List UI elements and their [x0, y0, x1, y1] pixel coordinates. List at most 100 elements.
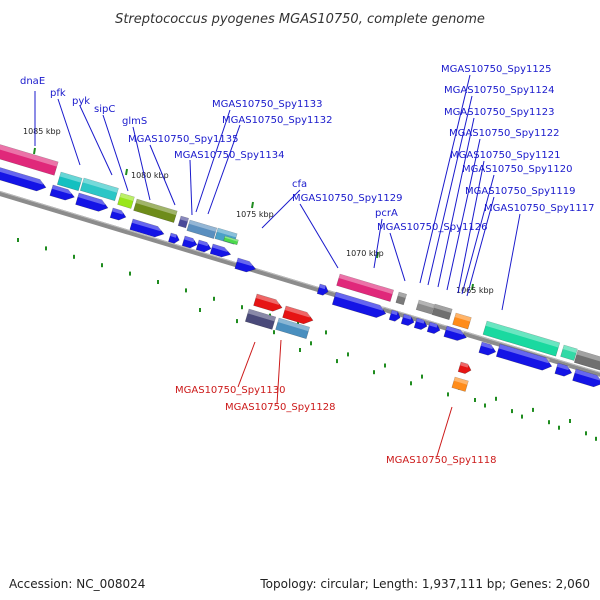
cog-feature-shine: [59, 172, 83, 183]
scale-tick-label: 1080 kbp: [131, 171, 169, 180]
forward-cds-arrow-shape: [168, 232, 180, 244]
leader-line: [299, 203, 339, 269]
map-title: Streptococcus pyogenes MGAS10750, comple…: [115, 12, 485, 27]
gene-label: MGAS10750_Spy1129: [292, 193, 402, 204]
forward-cds-arrow-shape: [209, 243, 232, 258]
cog-feature-shape: [79, 177, 119, 202]
reverse-cog-feature-shape: [244, 308, 277, 330]
reverse-cog-feature-shine: [453, 377, 469, 385]
forward-cds-arrow-shape: [413, 317, 428, 330]
reverse-cds-track: [244, 293, 472, 392]
cog-feature-shape: [223, 235, 239, 246]
cog-feature: [336, 273, 394, 302]
forward-cds-arrow-shape: [572, 368, 600, 388]
gene-label: pfk: [50, 88, 66, 99]
forward-cds-arrow-shine: [170, 233, 177, 238]
cog-feature-track: [0, 142, 600, 372]
reverse-cog-feature-shine: [247, 309, 276, 322]
forward-cds-arrow-shine: [480, 342, 494, 350]
reverse-cds-arrow-shape: [253, 293, 283, 312]
leader-line: [79, 105, 113, 176]
cog-feature-shine: [224, 236, 239, 242]
forward-cds-arrow-shape: [388, 309, 401, 322]
cog-feature: [0, 142, 59, 176]
forward-cds-arrow-shape: [75, 192, 109, 212]
gene-label: MGAS10750_Spy1121: [450, 150, 560, 161]
cog-feature-shape: [395, 291, 407, 306]
cog-feature: [560, 344, 578, 361]
forward-cds-track: [0, 165, 600, 388]
forward-cds-arrow-shape: [195, 239, 212, 253]
leader-line: [195, 109, 231, 213]
cog-feature-shine: [397, 292, 407, 298]
cog-feature-shape: [336, 273, 394, 302]
cog-feature-shine: [179, 216, 189, 222]
cog-feature: [56, 171, 83, 192]
gene-label: MGAS10750_Spy1119: [465, 186, 575, 197]
forward-cds-arrow: [209, 243, 232, 258]
forward-cds-arrow: [316, 283, 329, 296]
forward-cds-arrow-shape: [129, 218, 165, 238]
cog-feature-shine: [433, 304, 453, 313]
leader-line: [436, 406, 453, 457]
cog-feature-shine: [417, 300, 435, 308]
scale-tick: [376, 251, 379, 259]
cog-feature-shine: [216, 228, 238, 238]
gene-label: MGAS10750_Spy1122: [449, 128, 559, 139]
label-leader-lines: [34, 74, 521, 457]
forward-cds-arrow: [413, 317, 428, 330]
leader-line: [427, 95, 473, 286]
reverse-cog-feature: [451, 376, 469, 392]
cog-feature-shape: [415, 299, 435, 315]
forward-cds-arrow-shine: [318, 284, 326, 290]
leader-line: [237, 341, 256, 388]
reverse-cds-arrow: [457, 361, 472, 374]
forward-cds-arrow: [388, 309, 401, 322]
forward-cds-arrow-shape: [316, 283, 329, 296]
gene-label: cfa: [292, 179, 307, 190]
gene-label: MGAS10750_Spy1132: [222, 115, 332, 126]
cog-feature-shape: [452, 312, 472, 330]
leader-line: [389, 232, 406, 282]
forward-cds-arrow: [572, 368, 600, 388]
reverse-cds-arrow-shape: [282, 305, 314, 325]
cog-feature-shine: [562, 345, 578, 354]
forward-cds-arrow: [331, 291, 387, 318]
forward-cds-arrow-shape: [554, 362, 573, 377]
forward-cds-arrow: [49, 184, 75, 201]
forward-cds-arrow-shape: [426, 321, 441, 334]
forward-cds-arrow-shape: [478, 341, 497, 356]
gene-label: MGAS10750_Spy1123: [444, 107, 554, 118]
cog-feature-shine: [0, 143, 59, 167]
cog-feature: [452, 312, 472, 330]
cog-feature: [133, 198, 178, 223]
reverse-cds-arrow-shape: [457, 361, 472, 374]
cog-feature: [117, 192, 135, 209]
leader-line: [132, 126, 151, 201]
reverse-cog-feature-shine: [277, 318, 310, 332]
cog-feature-shape: [133, 198, 178, 223]
cog-feature-shine: [454, 313, 472, 322]
genome-stats-text: Topology: circular; Length: 1,937,111 bp…: [260, 577, 590, 591]
forward-cds-arrow: [400, 313, 415, 326]
gene-label: MGAS10750_Spy1125: [441, 64, 551, 75]
cog-feature-shine: [485, 321, 560, 348]
forward-cds-arrow: [426, 321, 441, 334]
gene-label: glmS: [122, 116, 147, 127]
reverse-cds-arrow: [253, 293, 283, 312]
forward-cds-arrow: [0, 165, 47, 192]
reverse-cds-arrow: [282, 305, 314, 325]
forward-cds-arrow-shine: [402, 314, 412, 320]
forward-cds-arrow-shine: [111, 208, 124, 215]
reverse-cog-feature: [275, 317, 310, 340]
cog-feature: [177, 215, 189, 229]
forward-cds-arrow-shape: [181, 235, 198, 249]
leader-line: [466, 196, 495, 297]
leader-line: [419, 74, 471, 284]
leader-line: [457, 160, 485, 294]
forward-cds-arrow-shape: [0, 165, 47, 192]
cog-feature: [431, 303, 453, 321]
cog-feature-shape: [560, 344, 578, 361]
